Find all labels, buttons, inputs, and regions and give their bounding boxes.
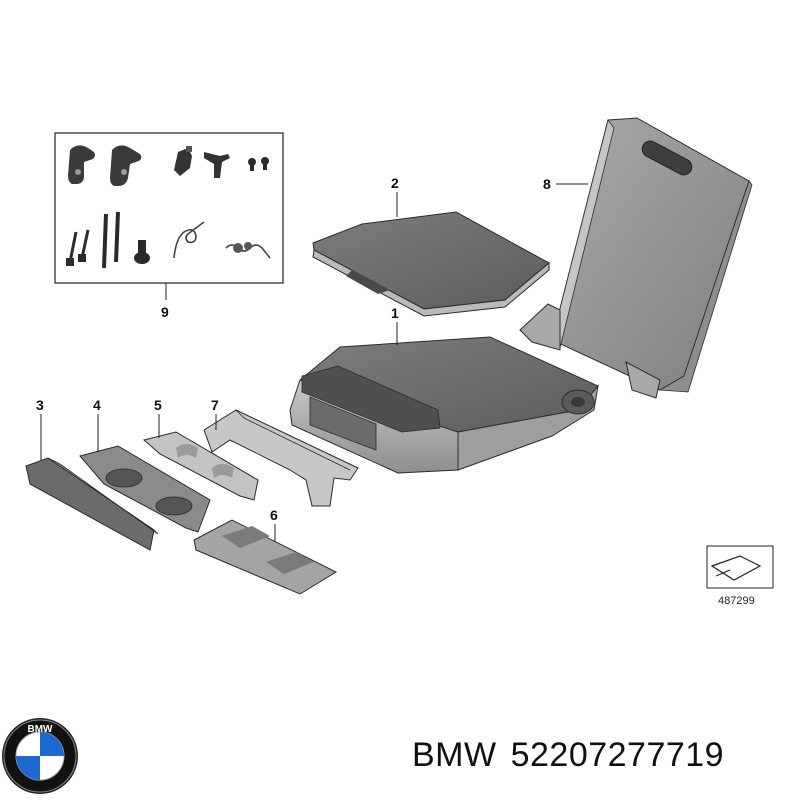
torsion-spring xyxy=(173,221,205,259)
hinge-bracket-left xyxy=(68,145,95,184)
callout-1: 1 xyxy=(391,305,399,321)
storage-tray xyxy=(193,519,338,595)
cup-holder-bracket xyxy=(142,431,259,501)
callout-3: 3 xyxy=(36,397,44,413)
cup-holder-insert xyxy=(79,445,211,533)
callout-9: 9 xyxy=(161,304,169,320)
callout-8: 8 xyxy=(543,176,551,192)
callout-6: 6 xyxy=(270,507,278,523)
mounting-frame xyxy=(203,409,359,507)
hinge-bracket-right xyxy=(110,145,142,186)
reference-number: 487299 xyxy=(718,595,755,607)
coil-spring xyxy=(225,242,271,259)
front-cover-plate xyxy=(25,457,159,551)
pins xyxy=(66,229,90,266)
rear-cover-panel xyxy=(519,117,753,399)
brand-name: BMW xyxy=(412,736,497,774)
armrest-lid-panel xyxy=(312,211,550,317)
reference-badge: 487299 xyxy=(706,545,774,607)
bmw-logo: BMW xyxy=(2,718,78,794)
armrest-base xyxy=(289,336,599,474)
callout-7: 7 xyxy=(211,397,219,413)
rods xyxy=(102,211,120,269)
callout-2: 2 xyxy=(391,175,399,191)
push-rivet-latch xyxy=(204,152,230,178)
callout-5: 5 xyxy=(154,397,162,413)
part-caption: BMW 52207277719 xyxy=(412,736,738,775)
bolt xyxy=(134,240,150,264)
latch-clip xyxy=(174,146,192,176)
small-screws xyxy=(248,157,269,171)
bmw-logo-text: BMW xyxy=(28,724,54,735)
hardware-kit-box xyxy=(54,132,284,300)
callout-4: 4 xyxy=(93,397,101,413)
part-number: 52207277719 xyxy=(510,736,725,774)
